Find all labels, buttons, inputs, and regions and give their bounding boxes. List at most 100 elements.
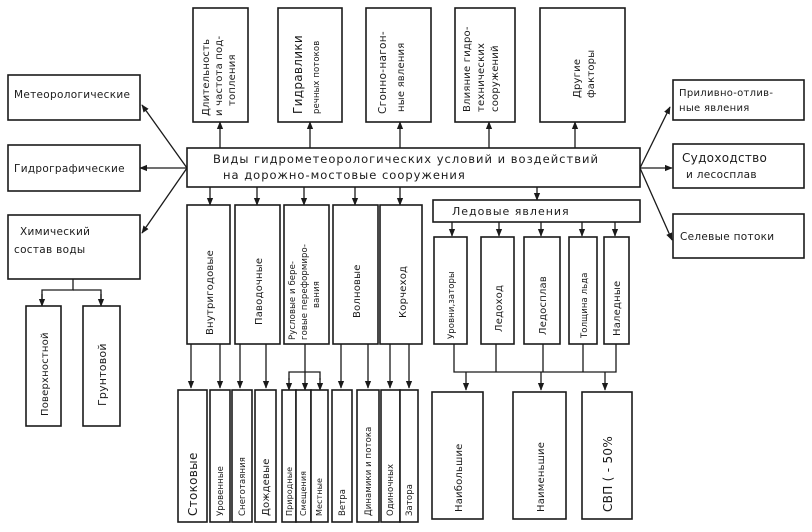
connector-bot-5 — [288, 344, 306, 380]
mid-box-intra-annual: Внутригодовые — [186, 204, 231, 345]
ice-title: Ледовые явления — [452, 205, 570, 218]
right-box-mudflows: Селевые потоки — [672, 213, 805, 259]
left-box-1-line1: Метеорологические — [14, 89, 130, 101]
top-box-2-line2: речных потоков — [312, 41, 322, 114]
connectors — [38, 104, 673, 391]
bot-label-3: Снеготаяния — [238, 457, 248, 516]
top-box-1-line3: топления — [227, 54, 238, 106]
mid-box-3-line3: вания — [312, 281, 322, 308]
bot-label-10: Одиночных — [386, 464, 396, 516]
central-box: Виды гидрометеорологических условий и во… — [186, 147, 641, 188]
connector-left-1 — [141, 104, 188, 169]
bot-label-2: Уровенные — [216, 466, 226, 516]
connector-right-3 — [639, 167, 673, 241]
mid-box-3-line2: говые переформиро- — [300, 244, 310, 340]
bot-box-local: Местные — [310, 389, 329, 523]
ice-item-2-label: Ледоход — [494, 285, 505, 332]
result-box-svp: СВП ( - 50% — [581, 391, 633, 520]
bot-label-6: Смещения — [299, 471, 308, 516]
mid-box-flood: Паводочные — [234, 204, 281, 345]
right-column: Приливно-отлив- ные явления Судоходство … — [672, 79, 805, 259]
result-1-label: Наибольшие — [454, 443, 465, 512]
connector-chem-2 — [73, 289, 102, 304]
top-box-flood-duration: Длительность и частота под- топления — [192, 7, 249, 123]
ice-box-icedrift: Ледоход — [480, 236, 515, 345]
ice-item-5-label: Наледные — [612, 281, 623, 336]
bot-box-jam: Затора — [399, 389, 419, 523]
bot-label-5: Природные — [285, 467, 294, 516]
central-title-line1: Виды гидрометеорологических условий и во… — [213, 152, 599, 166]
left-column: Метеорологические Гидрографические Химич… — [7, 74, 141, 427]
left-box-meteorological: Метеорологические — [7, 74, 141, 121]
ice-box-aufeis: Наледные — [603, 236, 630, 345]
bot-box-rain: Дождевые — [254, 389, 277, 523]
right-box-1-line2: ные явления — [679, 103, 750, 114]
left-box-hydrographic: Гидрографические — [7, 144, 141, 192]
left-box-3-line2: состав воды — [14, 244, 86, 256]
connector-right-1 — [639, 106, 671, 169]
connector-ice-bus — [453, 344, 617, 373]
connector-bot-5b — [305, 371, 321, 380]
right-box-2-line1: Судоходство — [682, 151, 767, 165]
left-box-chemical: Химический состав воды — [7, 214, 141, 280]
water-box-1-label: Поверхностной — [40, 332, 51, 416]
top-box-hydraulics: Гидравлики речных потоков — [277, 7, 343, 123]
bot-box-natural: Природные — [281, 389, 297, 523]
water-box-ground: Грунтовой — [82, 305, 121, 427]
right-box-3-line1: Селевые потоки — [680, 231, 774, 243]
mid-box-channel: Русловые и бере- говые переформиро- вани… — [283, 204, 330, 345]
top-box-5-line1: Другие — [572, 59, 583, 98]
top-box-3-line2: ные явления — [396, 43, 407, 112]
connector-chem — [41, 279, 74, 304]
bot-box-single: Одиночных — [380, 389, 401, 523]
water-box-2-label: Грунтовой — [96, 343, 109, 406]
top-box-other-factors: Другие факторы — [539, 7, 626, 123]
ice-group: Ледовые явления Уровни,заторы Ледоход Ле… — [431, 199, 641, 520]
left-box-3-line1: Химический — [20, 226, 90, 238]
left-box-2-line1: Гидрографические — [14, 163, 125, 175]
top-box-surge: Сгонно-нагон- ные явления — [365, 7, 432, 123]
mid-box-4-label: Волновые — [352, 264, 363, 318]
top-box-hydrotechnical: Влияние гидро- технических сооружений — [454, 7, 516, 123]
ice-title-box: Ледовые явления — [432, 199, 641, 223]
right-box-tidal: Приливно-отлив- ные явления — [672, 79, 805, 121]
bot-box-flow-dynamics: Динамики и потока — [356, 389, 380, 523]
bot-box-snowmelt: Снеготаяния — [231, 389, 253, 523]
ice-box-icerafting: Ледосплав — [523, 236, 561, 345]
top-box-5-line2: факторы — [586, 50, 597, 98]
ice-item-3-label: Ледосплав — [538, 276, 549, 335]
middle-row: Внутригодовые Паводочные Русловые и бере… — [186, 204, 423, 345]
right-box-navigation: Судоходство и лесосплав — [672, 143, 805, 189]
bot-box-shift: Смещения — [295, 389, 312, 523]
top-box-2-line1: Гидравлики — [291, 35, 305, 114]
bot-label-7: Местные — [315, 478, 324, 516]
result-3-label: СВП ( - 50% — [601, 436, 615, 512]
connector-left-3 — [141, 167, 188, 234]
bottom-row: Стоковые Уровенные Снеготаяния Дождевые … — [177, 389, 419, 523]
top-box-1-line1: Длительность — [201, 39, 212, 116]
bot-label-9: Динамики и потока — [364, 427, 374, 516]
mid-box-1-label: Внутригодовые — [205, 250, 216, 335]
water-box-surface: Поверхностной — [25, 305, 62, 427]
ice-box-thickness: Толщина льда — [568, 236, 598, 345]
top-box-3-line1: Сгонно-нагон- — [377, 31, 389, 114]
mid-box-5-label: Корчеход — [398, 266, 409, 318]
right-box-2-line2: и лесосплав — [686, 169, 757, 181]
ice-item-1-label: Уровни,заторы — [447, 271, 457, 339]
result-box-smallest: Наименьшие — [512, 391, 567, 520]
top-box-4-line1: Влияние гидро- — [462, 26, 473, 112]
bot-label-11: Затора — [405, 484, 415, 516]
ice-box-levels: Уровни,заторы — [433, 236, 468, 345]
top-row: Длительность и частота под- топления Гид… — [192, 7, 626, 123]
right-box-1-line1: Приливно-отлив- — [679, 88, 773, 99]
bot-label-1: Стоковые — [186, 452, 200, 516]
mid-box-wave: Волновые — [332, 204, 379, 345]
bot-label-8: Ветра — [338, 489, 348, 516]
result-box-largest: Наибольшие — [431, 391, 484, 520]
mid-box-3-line1: Русловые и бере- — [288, 261, 298, 340]
bot-box-runoff: Стоковые — [177, 389, 208, 523]
central-title-line2: на дорожно-мостовые сооружения — [223, 168, 466, 182]
bot-box-level: Уровенные — [209, 389, 231, 523]
bot-label-4: Дождевые — [261, 458, 272, 516]
